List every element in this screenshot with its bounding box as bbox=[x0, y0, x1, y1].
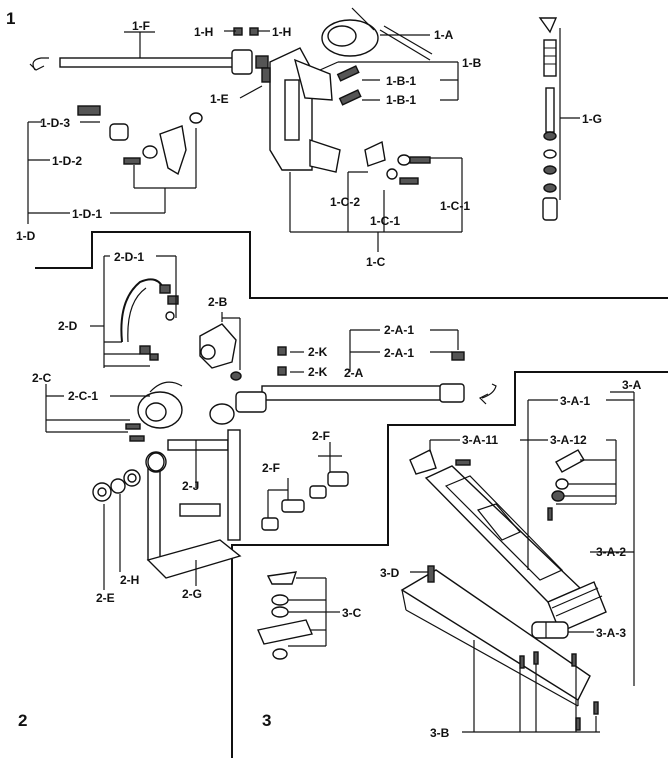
baseplate-part bbox=[400, 569, 599, 731]
callout-2-K-lower: 2-K bbox=[308, 365, 328, 379]
callout-2-F-right: 2-F bbox=[312, 429, 330, 443]
hinge-parts bbox=[77, 105, 203, 176]
callout-2-H: 2-H bbox=[120, 573, 139, 587]
frame-bracket-part bbox=[255, 47, 362, 173]
callout-2-C: 2-C bbox=[32, 371, 52, 385]
callout-1-C: 1-C bbox=[366, 255, 386, 269]
callout-1-B-1-lower: 1-B-1 bbox=[386, 93, 416, 107]
callout-1-F: 1-F bbox=[132, 19, 150, 33]
callout-2-F-left: 2-F bbox=[262, 461, 280, 475]
beater-felt-part bbox=[321, 7, 433, 61]
section-2-leaders bbox=[45, 255, 459, 590]
callout-3-A-1: 3-A-1 bbox=[560, 394, 590, 408]
drive-shaft-2-part bbox=[235, 351, 497, 413]
stopper-parts bbox=[257, 571, 313, 660]
section-number-3: 3 bbox=[262, 711, 271, 730]
callout-1-G: 1-G bbox=[582, 112, 602, 126]
section-dividers bbox=[35, 231, 668, 758]
section-number-2: 2 bbox=[18, 711, 27, 730]
callout-2-G: 2-G bbox=[182, 587, 202, 601]
callout-1-E: 1-E bbox=[210, 92, 229, 106]
spring-bolts-part bbox=[261, 471, 349, 531]
callout-1-C-2: 1-C-2 bbox=[330, 195, 360, 209]
callout-2-J: 2-J bbox=[182, 479, 199, 493]
callout-3-D: 3-D bbox=[380, 566, 400, 580]
callout-2-A-1-upper: 2-A-1 bbox=[384, 323, 414, 337]
callout-1-H-right: 1-H bbox=[272, 25, 291, 39]
callout-3-C: 3-C bbox=[342, 606, 362, 620]
callout-2-K-upper: 2-K bbox=[308, 345, 328, 359]
bearing-parts bbox=[92, 452, 165, 502]
callout-2-A-1-lower: 2-A-1 bbox=[384, 346, 414, 360]
hinge-3-part bbox=[531, 621, 569, 639]
callout-1-B-1-upper: 1-B-1 bbox=[386, 74, 416, 88]
stud-part bbox=[427, 565, 435, 583]
section-number-1: 1 bbox=[6, 9, 15, 28]
callout-1-H-left: 1-H bbox=[194, 25, 213, 39]
callout-2-D: 2-D bbox=[58, 319, 78, 333]
drive-shaft-part bbox=[29, 49, 253, 75]
section-1-parts bbox=[29, 7, 558, 221]
callout-3-B: 3-B bbox=[430, 726, 450, 740]
set-screws-2-part bbox=[277, 346, 287, 376]
section-3-parts bbox=[257, 449, 607, 731]
callout-3-A-12: 3-A-12 bbox=[550, 433, 587, 447]
callout-1-B: 1-B bbox=[462, 56, 482, 70]
section-1-leaders bbox=[27, 28, 580, 252]
callout-3-A-3: 3-A-3 bbox=[596, 626, 626, 640]
callout-2-B: 2-B bbox=[208, 295, 228, 309]
callout-1-C-1-right: 1-C-1 bbox=[440, 199, 470, 213]
section-2-parts bbox=[92, 278, 497, 579]
callout-2-C-1: 2-C-1 bbox=[68, 389, 98, 403]
callout-1-D-1: 1-D-1 bbox=[72, 207, 102, 221]
callout-2-A: 2-A bbox=[344, 366, 364, 380]
callout-2-D-1: 2-D-1 bbox=[114, 250, 144, 264]
callout-1-C-1-left: 1-C-1 bbox=[370, 214, 400, 228]
section-3-leaders bbox=[288, 391, 635, 733]
callout-3-A: 3-A bbox=[622, 378, 642, 392]
callout-3-A-2: 3-A-2 bbox=[596, 545, 626, 559]
clamp-parts bbox=[364, 140, 431, 185]
callout-1-D: 1-D bbox=[16, 229, 36, 243]
callout-1-A: 1-A bbox=[434, 28, 454, 42]
spring-stack-part bbox=[538, 17, 558, 221]
cam-wheel-part bbox=[125, 381, 183, 442]
callout-2-E: 2-E bbox=[96, 591, 115, 605]
chain-part bbox=[120, 278, 179, 361]
set-screws-part bbox=[233, 27, 259, 36]
callout-1-D-2: 1-D-2 bbox=[52, 154, 82, 168]
callout-1-D-3: 1-D-3 bbox=[40, 116, 70, 130]
callout-3-A-11: 3-A-11 bbox=[462, 433, 498, 447]
sprocket-cam-part bbox=[199, 323, 242, 381]
